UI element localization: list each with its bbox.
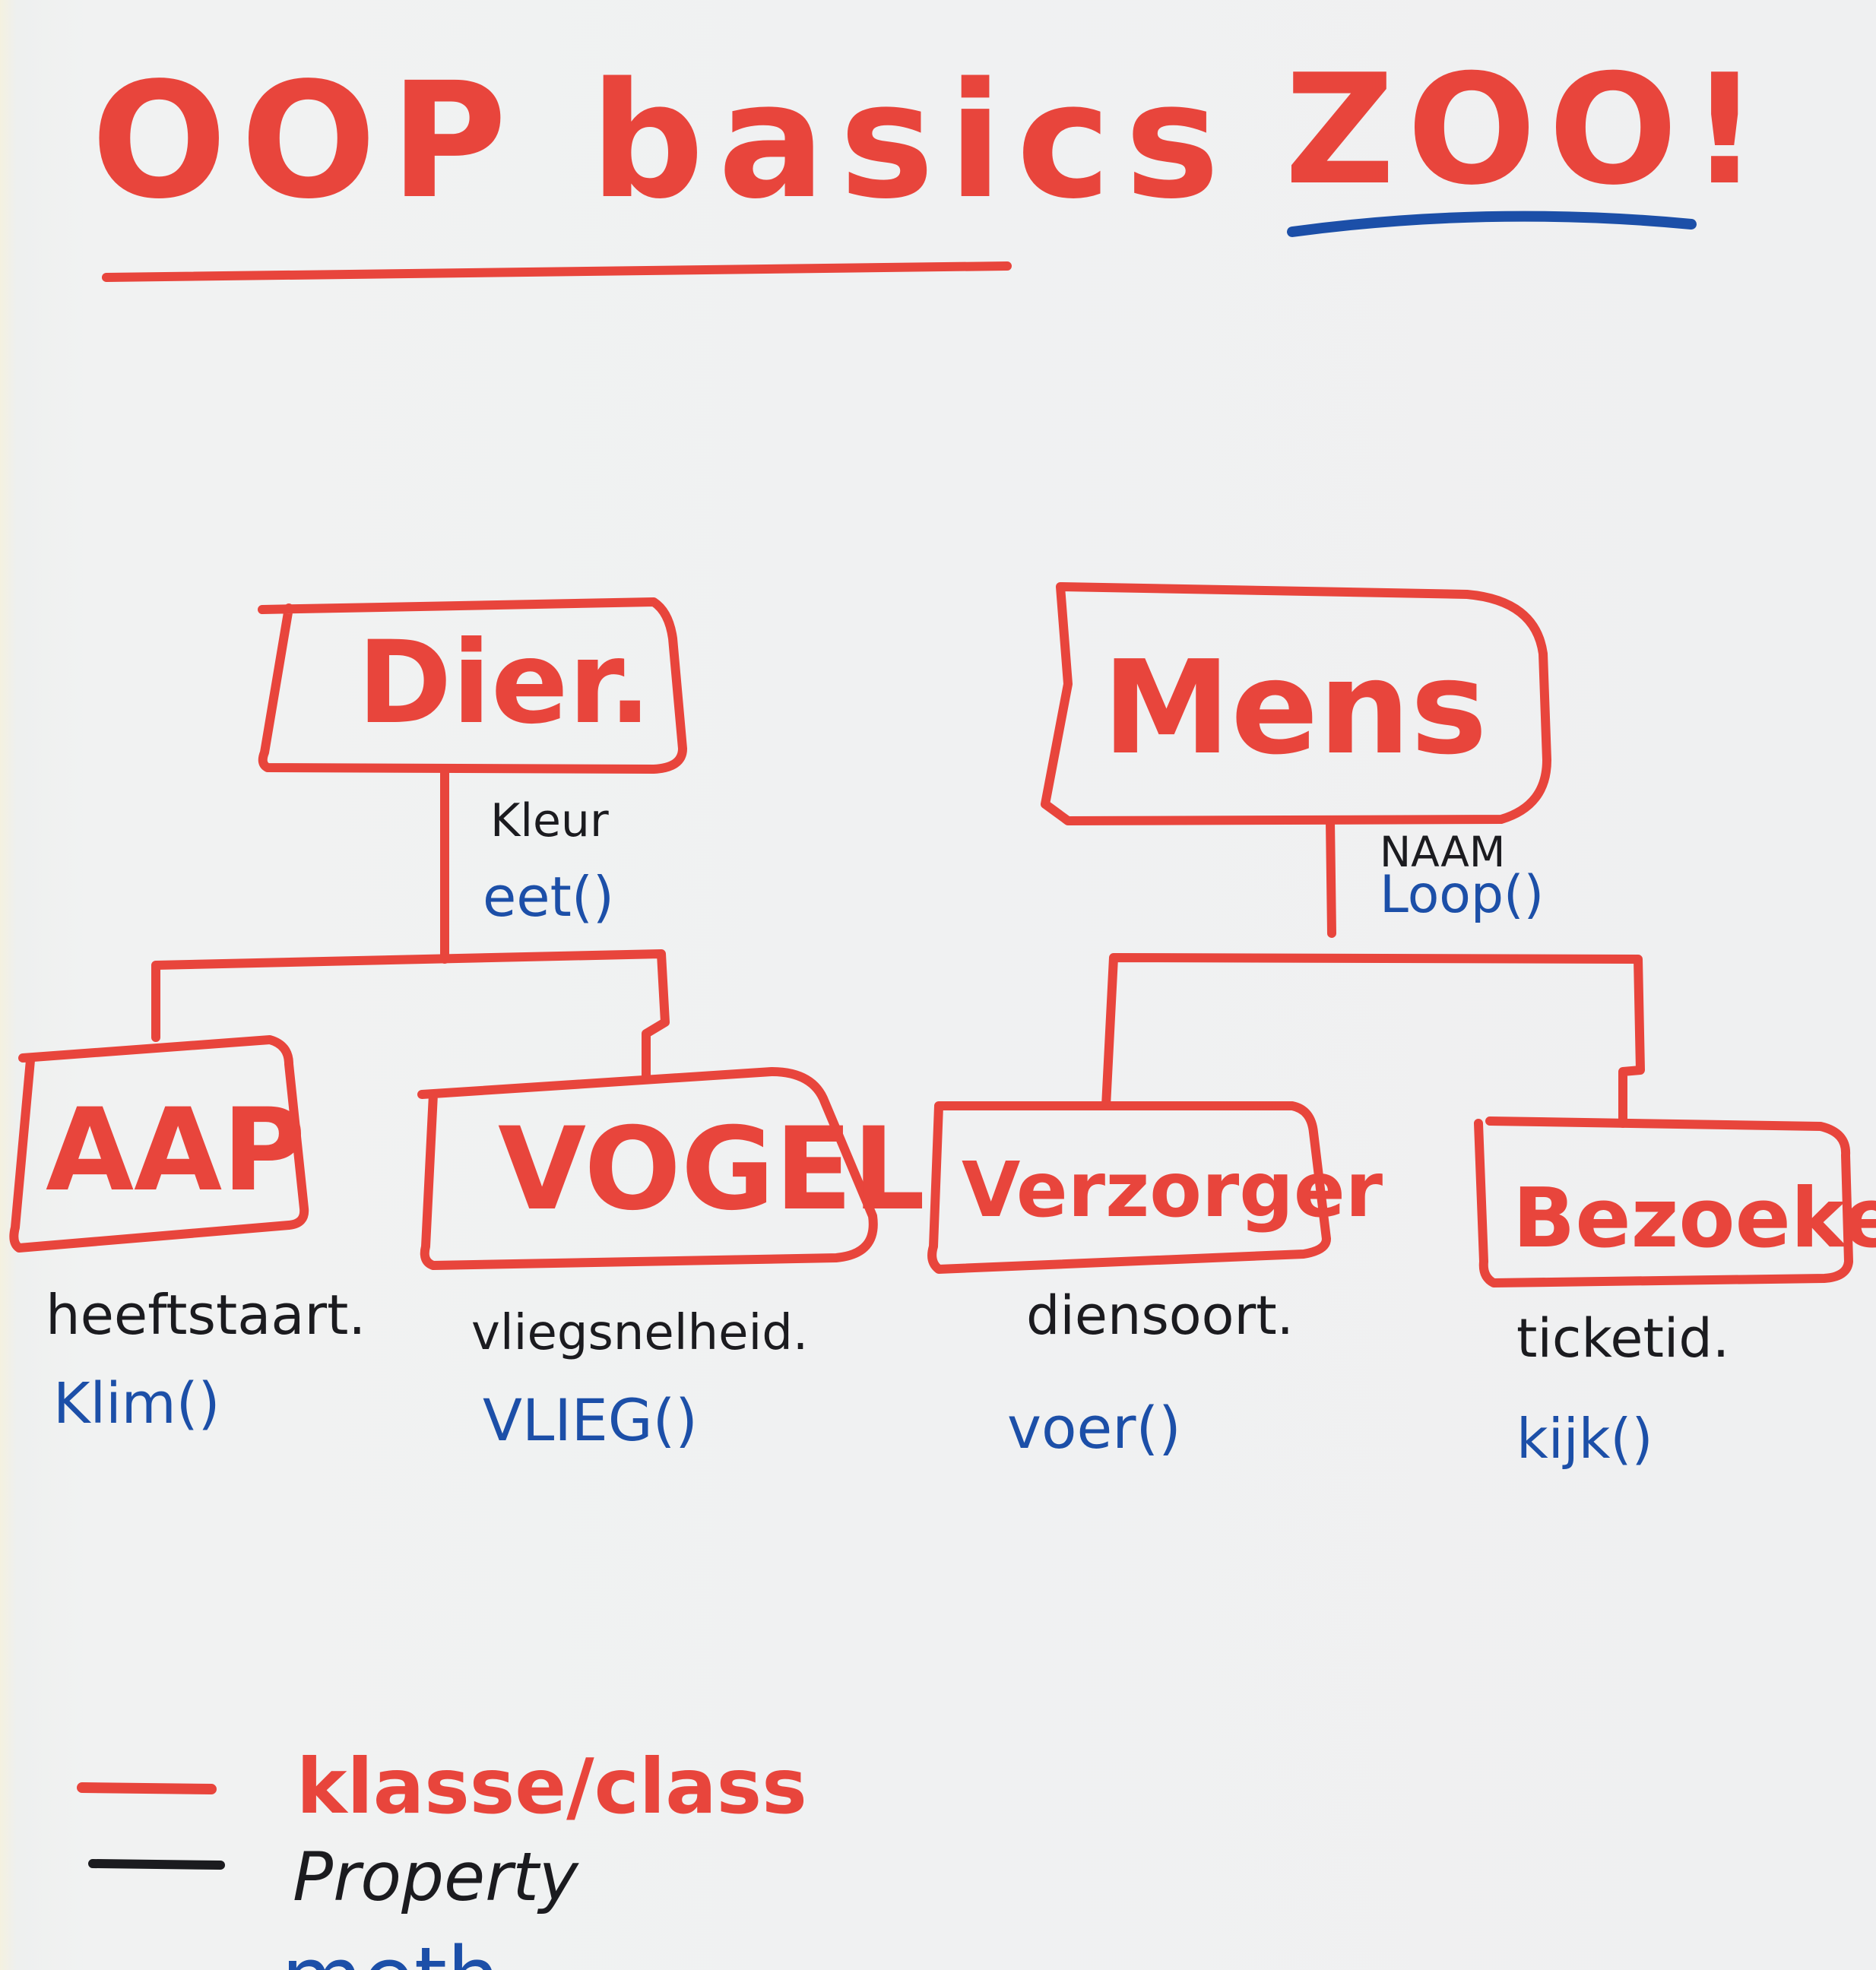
title: OOP basics <box>91 48 1234 234</box>
class-box-verzorger: Verzorger <box>927 1101 1383 1274</box>
property-aap: heeftstaart. <box>46 1283 366 1347</box>
subtitle-underline <box>1287 211 1697 237</box>
class-box-aap: AAP <box>9 1035 309 1253</box>
method-aap: Klim() <box>53 1371 220 1436</box>
property-bezoeker: ticketid. <box>1516 1307 1729 1370</box>
legend-swatch-property <box>88 1859 225 1870</box>
legend-label-method: meth <box>281 1929 500 1970</box>
class-name-dier: Dier. <box>357 617 651 749</box>
class-name-mens: Mens <box>1102 633 1488 784</box>
class-name-vogel: VOGEL <box>498 1104 925 1236</box>
branch-mens <box>1101 953 1645 1128</box>
class-box-mens: Mens <box>1041 582 1551 825</box>
method-vogel: VLIEG() <box>483 1386 698 1454</box>
class-name-bezoeker: Bezoeker <box>1513 1171 1876 1266</box>
subtitle: ZOO! <box>1285 42 1771 219</box>
method-bezoeker: kijk() <box>1516 1407 1653 1471</box>
class-box-dier: Dier. <box>258 597 687 774</box>
legend-swatch-class <box>77 1782 217 1794</box>
branch-dier <box>151 949 670 1080</box>
class-name-aap: AAP <box>46 1085 306 1217</box>
legend: klasse/class Property meth <box>77 1742 807 1970</box>
legend-label-class: klasse/class <box>296 1742 807 1831</box>
class-box-vogel: VOGEL <box>417 1067 925 1270</box>
property-verzorger: diensoort. <box>1026 1284 1294 1347</box>
method-verzorger: voer() <box>1007 1394 1181 1462</box>
class-name-verzorger: Verzorger <box>962 1145 1383 1234</box>
method-mens: Loop() <box>1380 865 1544 925</box>
class-box-bezoeker: Bezoeker <box>1474 1116 1876 1287</box>
property-dier: Kleur <box>490 794 609 847</box>
property-mens: NAAM <box>1380 828 1505 876</box>
legend-label-property: Property <box>293 1838 580 1916</box>
title-underline <box>102 261 1012 282</box>
method-dier: eet() <box>483 865 614 929</box>
property-vogel: vliegsnelheid. <box>471 1305 808 1361</box>
connector-mens <box>1326 816 1336 938</box>
